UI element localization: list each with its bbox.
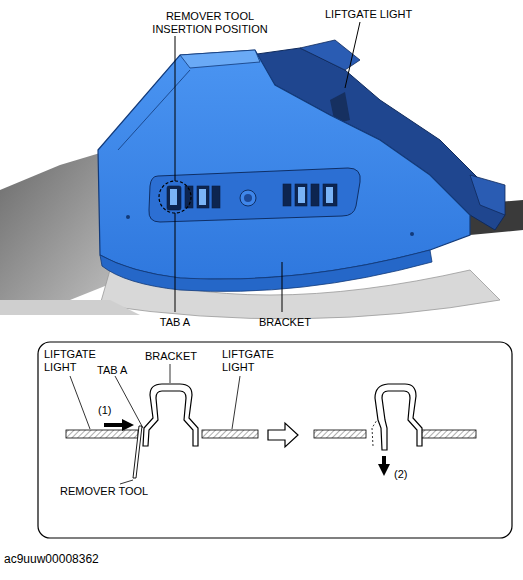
part-label: LIFTGATE LIGHT — [325, 8, 425, 21]
figure-id: ac9uuw00008362 — [4, 553, 144, 567]
part-label: TAB A — [97, 364, 137, 377]
part-label: LIFTGATE LIGHT — [44, 348, 104, 373]
leader-lines — [159, 22, 360, 312]
bracket-part — [98, 50, 470, 291]
callout-number: (2) — [394, 468, 418, 481]
section-view-after — [314, 384, 476, 476]
part-label: REMOVER TOOL — [60, 485, 160, 498]
transition-arrow — [268, 423, 298, 447]
inset-frame — [38, 342, 512, 538]
part-label: BRACKET — [145, 350, 205, 363]
part-label: BRACKET — [250, 316, 320, 329]
part-label: TAB A — [150, 316, 200, 329]
part-label: LIFTGATE LIGHT — [222, 348, 282, 373]
callout-number: (1) — [98, 404, 122, 417]
part-label: REMOVER TOOL INSERTION POSITION — [135, 10, 285, 35]
section-view-before — [66, 364, 258, 484]
